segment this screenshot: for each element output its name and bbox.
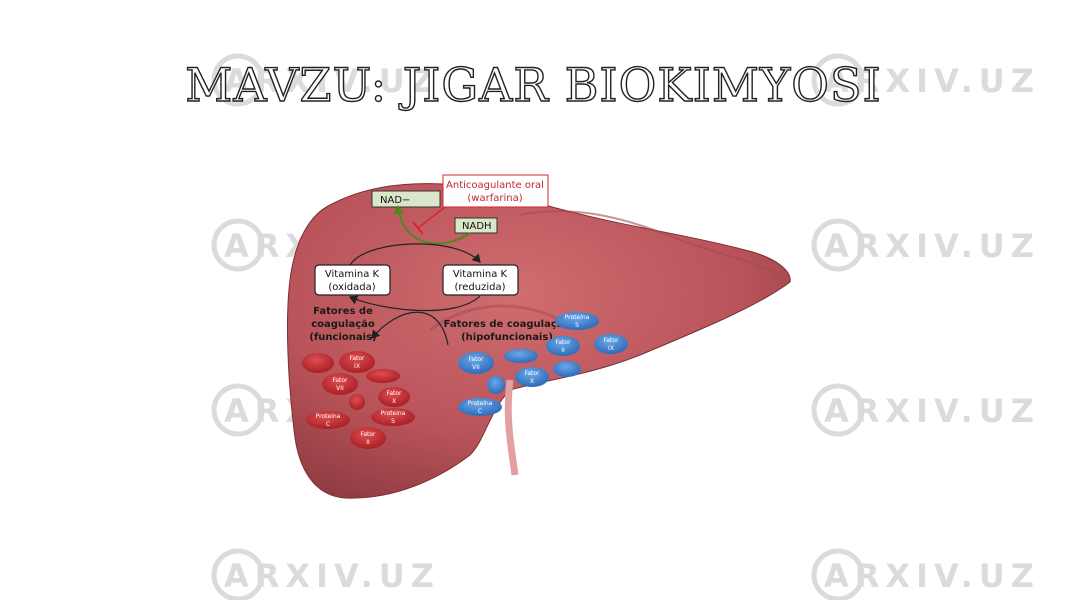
factor-label: Proteina xyxy=(316,413,341,420)
factor-label: Fator xyxy=(360,431,376,438)
watermark: ARXIV.UZ xyxy=(211,53,440,107)
anticoagulant-label: Anticoagulante oral xyxy=(446,180,544,191)
factor-blank-red xyxy=(302,353,334,373)
factor-label: Proteína xyxy=(565,314,590,321)
inhibition-line xyxy=(417,206,446,229)
svg-text:ARXIV.UZ: ARXIV.UZ xyxy=(824,392,1040,430)
svg-text:ARXIV.UZ: ARXIV.UZ xyxy=(224,557,440,595)
factor-label: Fator xyxy=(603,337,619,344)
factor-ix-red xyxy=(339,351,375,373)
watermark: ARXIV.UZ xyxy=(811,218,1040,272)
vitk-reduction-arrow xyxy=(349,243,481,266)
factor-label: II xyxy=(366,439,370,446)
factor-x-red xyxy=(378,387,410,407)
factor-label: X xyxy=(530,378,534,385)
hypofunctional-factors-label: (hipofuncionais) xyxy=(461,332,553,343)
factor-blank-red xyxy=(349,394,365,410)
nadh-box xyxy=(454,217,498,234)
factor-label: II xyxy=(561,347,565,354)
factor-ix-blue xyxy=(594,334,628,354)
factor-label: IX xyxy=(608,345,614,352)
factor-ii-blue xyxy=(546,336,580,356)
nadh-to-nad-arrow xyxy=(397,207,471,245)
vitamin-k-oxidized-state: (oxidada) xyxy=(328,282,375,293)
nad-label: NAD− xyxy=(380,195,410,206)
factor-x-blue xyxy=(515,367,549,387)
factor-label: Proteina xyxy=(381,410,406,417)
vitamin-k-reduced-box xyxy=(442,264,519,296)
factor-label: VII xyxy=(336,385,344,392)
svg-text:ARXIV.UZ: ARXIV.UZ xyxy=(824,557,1040,595)
vitamin-k-oxidized-box xyxy=(314,264,391,296)
factor-label: IX xyxy=(354,363,360,370)
factor-vii-red xyxy=(322,373,358,395)
watermark: ARXIV.UZ xyxy=(211,548,440,600)
watermark: ARXIV.UZ xyxy=(811,53,1040,107)
protein-s-red xyxy=(371,408,415,426)
factor-label: X xyxy=(392,398,396,405)
vitamin-k-oxidized-label: Vitamina K xyxy=(325,269,380,280)
functional-factors-label: Fatores de xyxy=(313,306,373,317)
nad-arrowhead xyxy=(393,205,404,214)
anticoagulant-sublabel: (warfarina) xyxy=(467,193,522,204)
protein-s-blue xyxy=(555,312,599,330)
hypofunctional-factors-label: Fatores de coagulação xyxy=(444,319,571,330)
factor-label: Fator xyxy=(468,356,484,363)
vitk-oxidation-arrow xyxy=(348,295,481,312)
factor-blank-blue xyxy=(504,349,538,363)
factor-label: C xyxy=(478,408,482,415)
inhibition-bar xyxy=(412,221,424,235)
protein-c-blue xyxy=(458,398,502,416)
factor-label: Fator xyxy=(332,377,348,384)
factor-label: S xyxy=(391,418,395,425)
watermark: ARXIV.UZ xyxy=(811,383,1040,437)
hypofunctional-factors-group: Proteína S Fator II Fator IX Fator VII F… xyxy=(458,312,628,416)
factor-label: S xyxy=(575,322,579,329)
protein-c-red xyxy=(306,411,350,429)
factor-label: Fator xyxy=(524,370,540,377)
factor-ii-red xyxy=(350,427,386,449)
functional-factors-label: (funcionais) xyxy=(309,332,376,343)
functional-factors-label: coagulação xyxy=(311,319,375,330)
svg-text:ARXIV.UZ: ARXIV.UZ xyxy=(224,62,440,100)
anticoagulant-box xyxy=(442,174,549,208)
factor-label: Fator xyxy=(349,355,365,362)
svg-text:ARXIV.UZ: ARXIV.UZ xyxy=(824,227,1040,265)
vitamin-k-reduced-label: Vitamina K xyxy=(453,269,508,280)
factor-label: Fator xyxy=(555,339,571,346)
functional-factors-group: Fator IX Fator VII Fator X Proteina C Pr… xyxy=(302,351,415,449)
factor-blank-red xyxy=(366,369,400,383)
svg-text:ARXIV.UZ: ARXIV.UZ xyxy=(824,62,1040,100)
factor-label: VII xyxy=(472,364,480,371)
factor-vii-blue xyxy=(458,352,494,374)
vitamin-k-reduced-state: (reduzida) xyxy=(454,282,505,293)
watermark: ARXIV.UZ xyxy=(811,548,1040,600)
factor-label: C xyxy=(326,421,330,428)
factor-label: Fator xyxy=(386,390,402,397)
factor-label: Proteína xyxy=(468,400,493,407)
factor-blank-blue xyxy=(487,376,505,394)
nad-box xyxy=(371,190,441,208)
factor-blank-blue xyxy=(553,361,581,377)
nadh-label: NADH xyxy=(462,221,492,232)
activation-arrow xyxy=(371,311,449,346)
slide-title: MAVZU: JIGAR BIOKIMYOSI xyxy=(185,57,882,112)
